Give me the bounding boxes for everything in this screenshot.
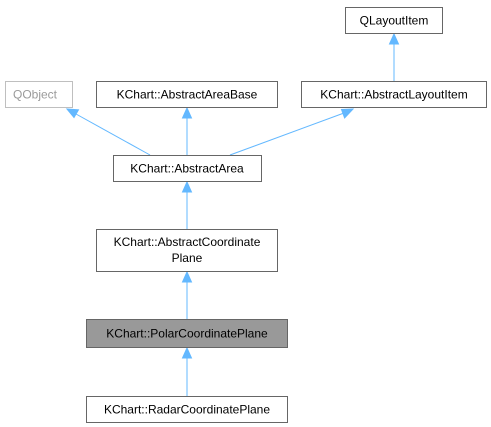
class-label-polar-coordinate-plane: KChart::PolarCoordinatePlane	[106, 327, 268, 341]
class-node-abstract-coordinate-plane[interactable]: KChart::AbstractCoordinate Plane	[96, 229, 278, 272]
class-node-qlayoutitem[interactable]: QLayoutItem	[345, 7, 443, 34]
edge-abstractarea-to-qobject	[65, 108, 151, 156]
class-label-radar-coordinate-plane: KChart::RadarCoordinatePlane	[104, 403, 270, 417]
edge-abstractarea-to-abstractlayoutitem	[229, 108, 355, 156]
class-node-abstract-layout-item[interactable]: KChart::AbstractLayoutItem	[301, 81, 487, 108]
class-label-abstract-coordinate-plane-line1: KChart::AbstractCoordinate	[114, 235, 261, 249]
class-label-qobject: QObject	[13, 88, 58, 102]
edge-abstractarea-to-abstractareabase	[181, 106, 193, 155]
class-node-qobject[interactable]: QObject	[5, 81, 73, 108]
edge-polarcoordinateplane-to-abstractcoordinateplane	[181, 270, 193, 319]
edge-abstractlayoutitem-to-qlayoutitem	[388, 32, 400, 82]
class-label-abstract-coordinate-plane-line2: Plane	[172, 251, 203, 265]
class-node-polar-coordinate-plane[interactable]: KChart::PolarCoordinatePlane	[86, 319, 288, 348]
class-label-abstract-area: KChart::AbstractArea	[130, 162, 244, 176]
edge-radarcoordinateplane-to-polarcoordinateplane	[181, 346, 193, 396]
class-node-radar-coordinate-plane[interactable]: KChart::RadarCoordinatePlane	[86, 396, 288, 423]
edges	[65, 32, 400, 396]
class-label-qlayoutitem: QLayoutItem	[360, 14, 429, 28]
class-node-abstract-area-base[interactable]: KChart::AbstractAreaBase	[96, 81, 278, 108]
class-node-abstract-area[interactable]: KChart::AbstractArea	[113, 155, 262, 182]
class-label-abstract-layout-item: KChart::AbstractLayoutItem	[320, 88, 467, 102]
edge-abstractcoordinateplane-to-abstractarea	[181, 180, 193, 229]
class-label-abstract-area-base: KChart::AbstractAreaBase	[117, 88, 258, 102]
